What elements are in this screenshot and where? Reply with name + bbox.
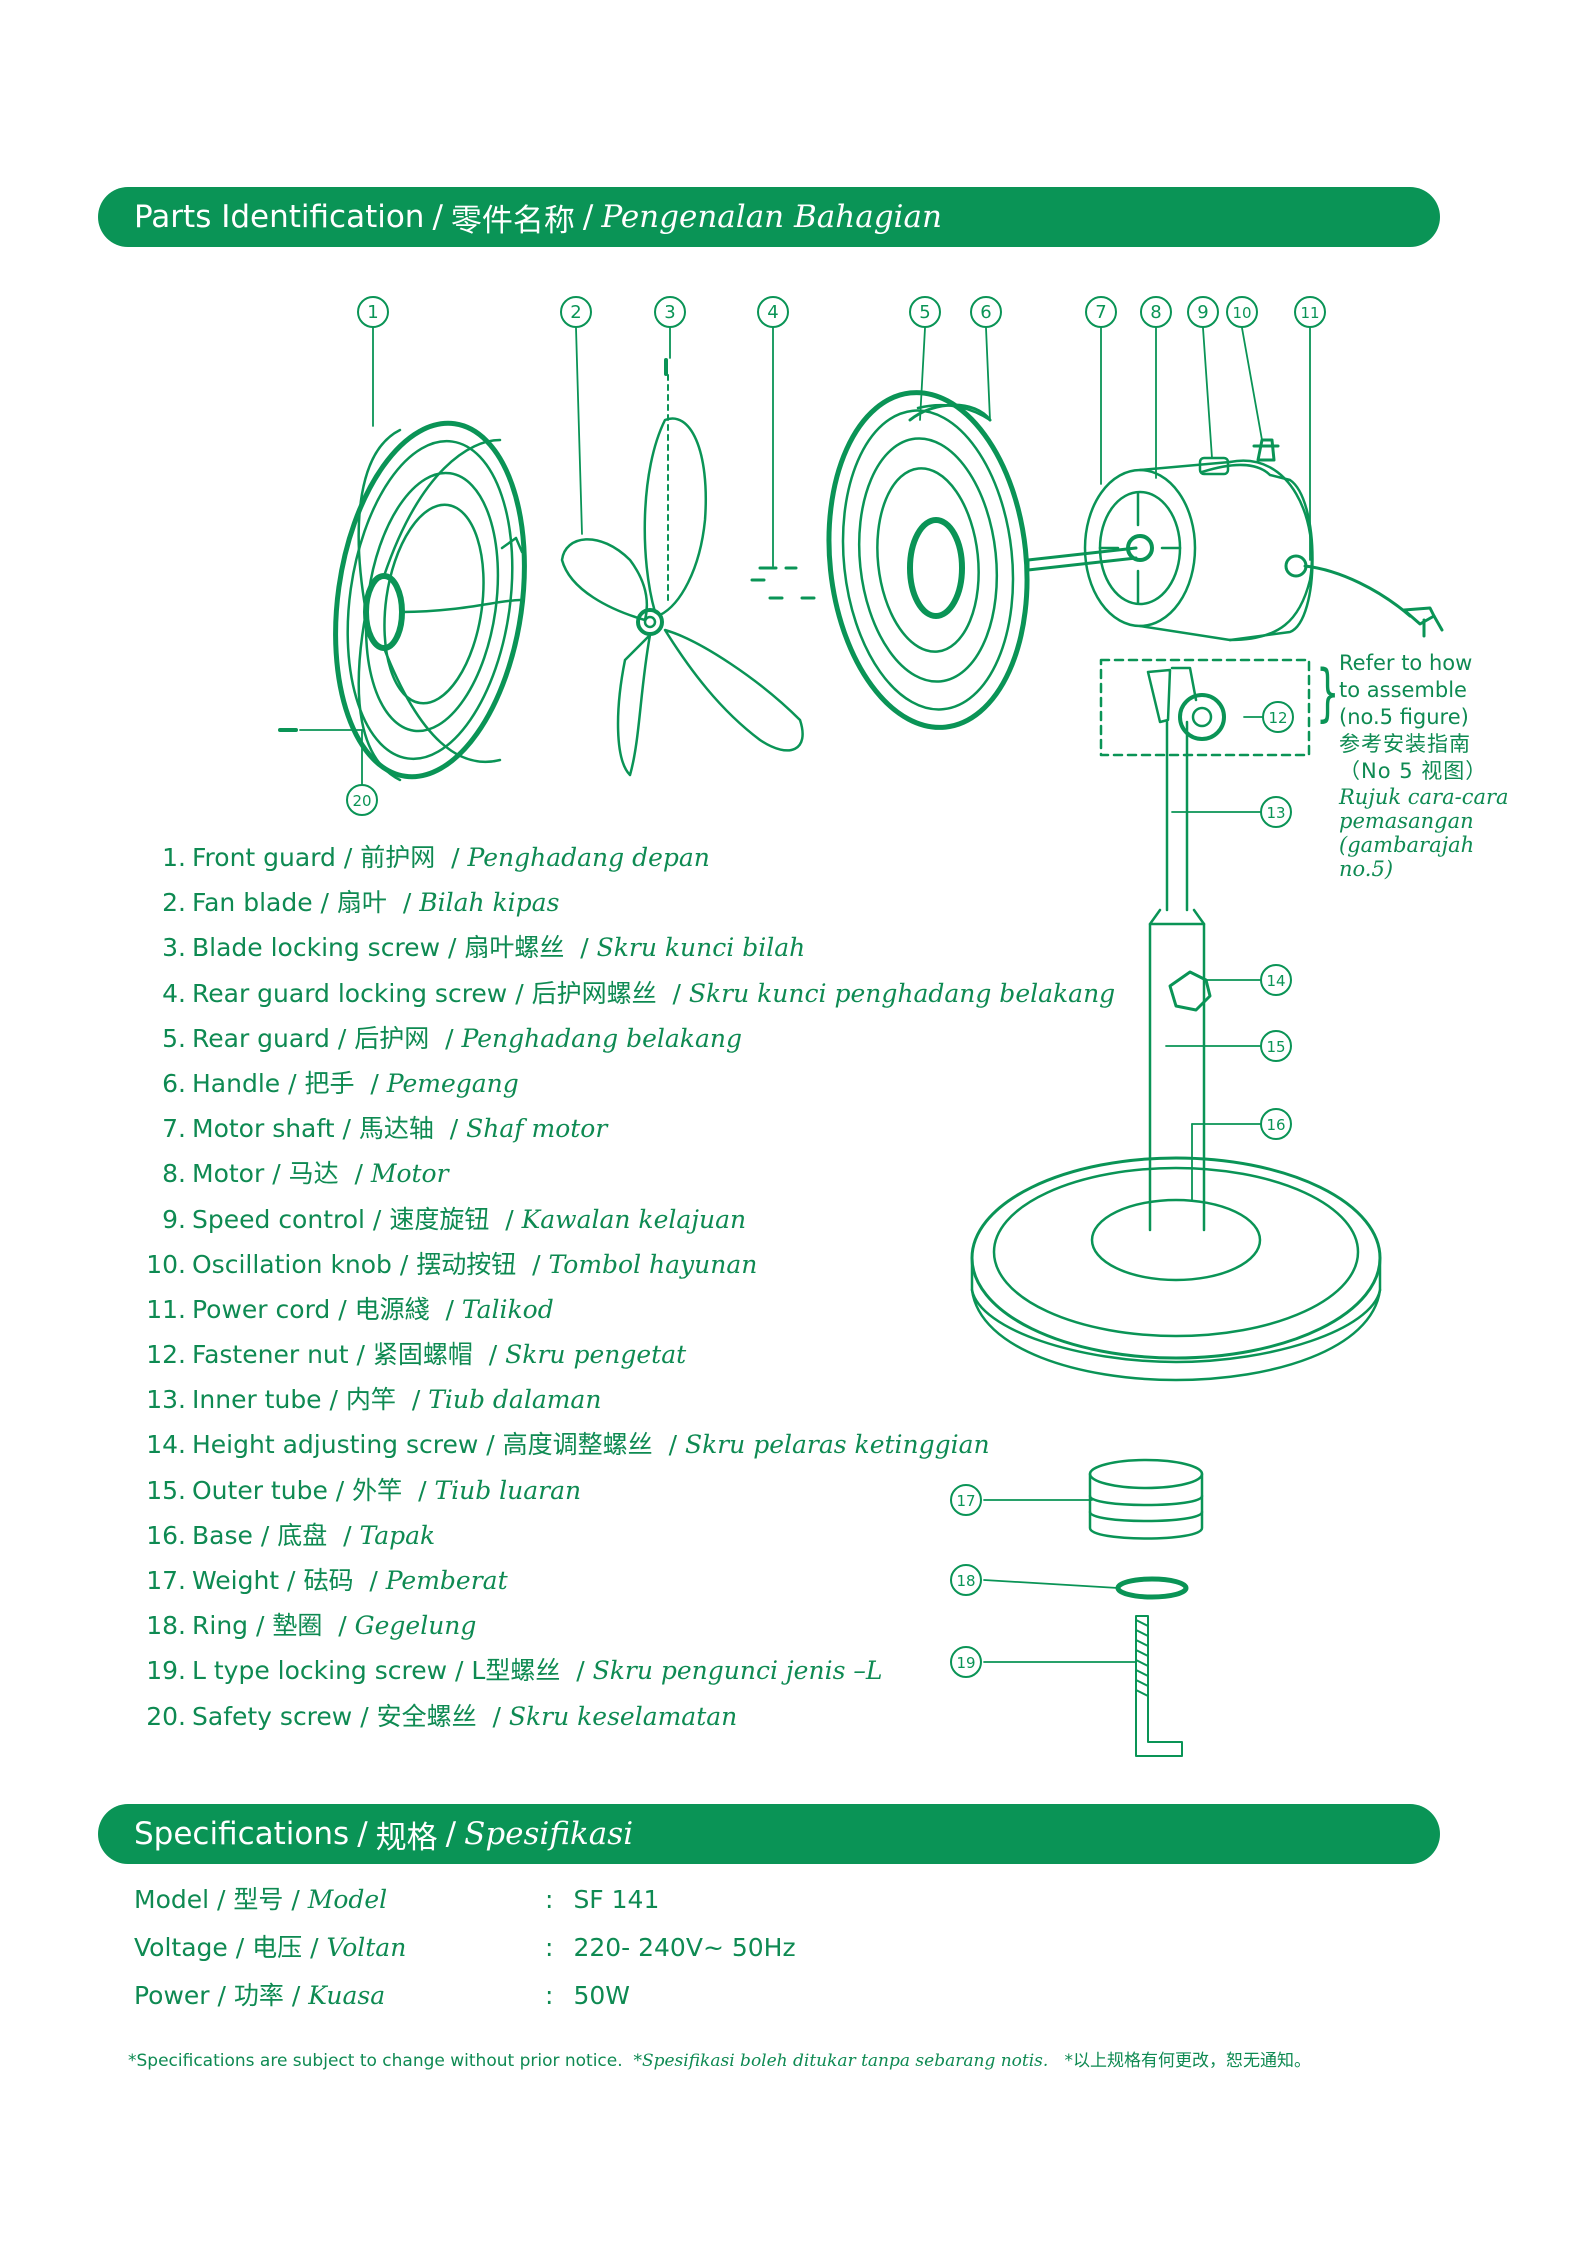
list-item: 1.Front guard / 前护网 / Penghadang depan — [162, 843, 710, 872]
rear-guard-screws-drawing — [750, 566, 816, 600]
banner-title-en: Specifications — [134, 1816, 350, 1852]
callout-numbers: 1 2 3 4 5 6 7 8 9 10 11 12 13 14 15 16 1… — [352, 302, 1319, 1672]
list-item: 13.Inner tube / 内竿 / Tiub dalaman — [146, 1385, 602, 1415]
banner-separator: / — [582, 199, 594, 235]
callout-3: 3 — [664, 302, 675, 323]
callout-14: 14 — [1266, 972, 1285, 990]
callout-20: 20 — [352, 792, 371, 810]
fan-blade-drawing — [560, 358, 804, 777]
callout-17: 17 — [956, 1492, 975, 1510]
callout-15: 15 — [1266, 1038, 1285, 1056]
callout-13: 13 — [1266, 804, 1285, 822]
refer-ms-line-3: (gambarajah — [1339, 833, 1475, 857]
list-item: 16.Base / 底盘 / Tapak — [146, 1520, 436, 1550]
callout-5: 5 — [919, 302, 930, 323]
callout-19: 19 — [956, 1654, 975, 1672]
callout-18: 18 — [956, 1572, 975, 1590]
callout-2: 2 — [570, 302, 581, 323]
spec-value-power: :50W — [545, 1981, 630, 2010]
list-item: 20.Safety screw / 安全螺丝 / Skru keselamata… — [146, 1701, 738, 1731]
assembly-brace: } — [1315, 656, 1340, 729]
spec-value-voltage: :220- 240V~ 50Hz — [545, 1933, 796, 1962]
refer-en-line-2: to assemble — [1339, 678, 1467, 702]
banner-title-zh: 规格 — [375, 1819, 438, 1856]
refer-ms-line-2: pemasangan — [1339, 809, 1474, 833]
list-item: 8.Motor / 马达 / Motor — [162, 1159, 449, 1189]
list-item: 4.Rear guard locking screw / 后护网螺丝 / Skr… — [162, 978, 1116, 1008]
motor-drawing — [1026, 438, 1444, 642]
refer-zh-line-1: 参考安装指南 — [1339, 732, 1471, 756]
banner-title-en: Parts Identification — [134, 199, 425, 235]
footnote-ms: *Spesifikasi boleh ditukar tanpa sebaran… — [633, 2051, 1049, 2071]
refer-ms-line-4: no.5) — [1339, 857, 1394, 881]
refer-ms-line-1: Rujuk cara-cara — [1339, 785, 1509, 809]
parts-list: 1.Front guard / 前护网 / Penghadang depan 2… — [130, 835, 1115, 1739]
l-screw-drawing — [1135, 1615, 1183, 1757]
refer-en-line-1: Refer to how — [1339, 651, 1473, 675]
callout-4: 4 — [767, 302, 778, 323]
spec-label-power: Power / 功率 / Kuasa — [134, 1981, 386, 2010]
list-item: 9.Speed control / 速度旋钮 / Kawalan kelajua… — [162, 1204, 747, 1234]
refer-en-line-3: (no.5 figure) — [1339, 705, 1469, 729]
callout-12: 12 — [1268, 709, 1287, 727]
callout-11: 11 — [1300, 304, 1319, 322]
callout-7: 7 — [1095, 302, 1106, 323]
banner-title-zh: 零件名称 — [450, 202, 575, 239]
banner-separator: / — [432, 199, 443, 235]
banner-separator: / — [357, 1816, 368, 1852]
fastener-nut-drawing — [1146, 666, 1226, 741]
list-item: 6.Handle / 把手 / Pemegang — [162, 1068, 519, 1098]
list-item: 15.Outer tube / 外竿 / Tiub luaran — [146, 1475, 582, 1505]
refer-zh-line-2: （No 5 视图） — [1339, 759, 1488, 783]
weight-drawing — [1088, 1458, 1204, 1540]
list-item: 7.Motor shaft / 馬达轴 / Shaf motor — [162, 1114, 608, 1144]
callout-6: 6 — [980, 302, 991, 323]
spec-value-model: :SF 141 — [545, 1885, 660, 1914]
callout-10: 10 — [1232, 304, 1251, 322]
list-item: 19.L type locking screw / L型螺丝 / Skru pe… — [146, 1656, 883, 1686]
list-item: 10.Oscillation knob / 摆动按钮 / Tombol hayu… — [146, 1249, 758, 1279]
rear-guard-drawing — [826, 390, 1030, 730]
callout-markers — [346, 296, 1326, 1678]
leader-lines — [299, 327, 1311, 1663]
callout-1: 1 — [367, 302, 378, 323]
ring-drawing — [1115, 1576, 1189, 1600]
assembly-detail-box — [1099, 658, 1311, 757]
stand-drawing — [970, 720, 1382, 1382]
assembly-reference-note: Refer to how to assemble (no.5 figure) 参… — [1339, 650, 1519, 881]
list-item: 2.Fan blade / 扇叶 / Bilah kipas — [162, 888, 560, 918]
specifications-banner: Specifications / 规格 / Spesifikasi — [98, 1804, 1440, 1864]
list-item: 3.Blade locking screw / 扇叶螺丝 / Skru kunc… — [162, 933, 806, 963]
callout-9: 9 — [1197, 302, 1208, 323]
callout-16: 16 — [1266, 1116, 1285, 1134]
list-item: 18.Ring / 墊圈 / Gegelung — [146, 1611, 477, 1641]
banner-separator: / — [445, 1816, 457, 1852]
spec-label-model: Model / 型号 / Model — [134, 1885, 388, 1914]
list-item: 5.Rear guard / 后护网 / Penghadang belakang — [162, 1023, 742, 1053]
list-item: 12.Fastener nut / 紧固螺帽 / Skru pengetat — [146, 1340, 687, 1370]
footnote-en: *Specifications are subject to change wi… — [128, 2051, 623, 2071]
banner-title-ms: Pengenalan Bahagian — [601, 199, 942, 235]
specifications-footnote: *Specifications are subject to change wi… — [128, 2046, 1311, 2071]
list-item: 14.Height adjusting screw / 高度调整螺丝 / Skr… — [146, 1430, 990, 1460]
list-item: 17.Weight / 砝码 / Pemberat — [146, 1566, 508, 1595]
parts-identification-banner: Parts Identification / 零件名称 / Pengenalan… — [98, 187, 1440, 247]
front-guard-drawing — [333, 420, 527, 782]
banner-title-ms: Spesifikasi — [464, 1816, 634, 1852]
callout-8: 8 — [1150, 302, 1161, 323]
list-item: 11.Power cord / 电源綫 / Talikod — [146, 1294, 554, 1324]
footnote-zh: *以上规格有何更改，恕无通知。 — [1064, 2051, 1312, 2071]
spec-label-voltage: Voltage / 电压 / Voltan — [134, 1933, 407, 1962]
